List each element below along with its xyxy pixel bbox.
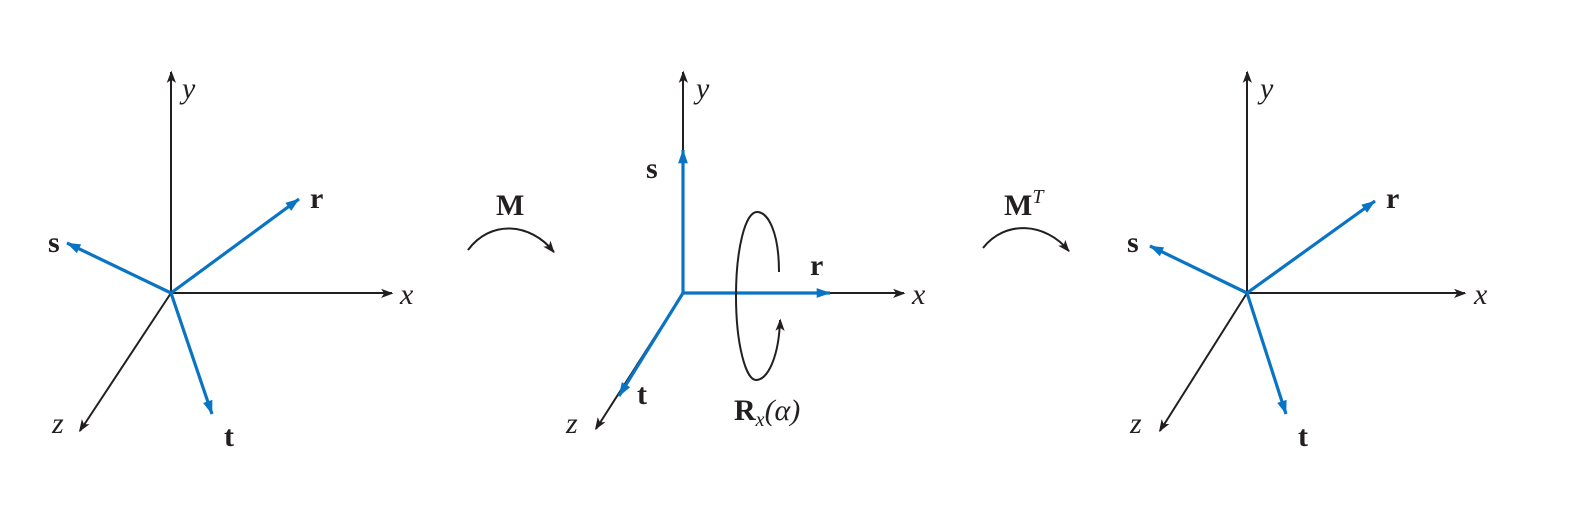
curved-arrow-icon <box>982 227 1070 253</box>
s-vector <box>66 241 172 295</box>
t-vector <box>169 292 214 415</box>
z-label: z <box>51 407 64 440</box>
y-label: y <box>693 72 710 105</box>
z-axis <box>1158 292 1248 432</box>
m-label: M <box>496 189 524 222</box>
mt-superscript: T <box>1032 186 1045 208</box>
s-label: s <box>1127 226 1139 259</box>
frame-middle: y x z r s t Rx(α) <box>565 70 926 440</box>
curved-arrow-icon <box>467 227 555 254</box>
x-label: x <box>399 278 414 311</box>
frame-left: y x z r s t <box>48 70 414 453</box>
z-label: z <box>1129 407 1142 440</box>
t-label: t <box>637 378 647 411</box>
z-label: z <box>565 407 578 440</box>
r-vector <box>170 197 300 295</box>
rotation-subscript: x <box>755 409 765 431</box>
mt-label: MT <box>1004 186 1045 222</box>
mt-base: M <box>1004 189 1032 222</box>
rotation-base: R <box>734 394 756 427</box>
r-label: r <box>810 249 823 282</box>
x-label: x <box>1473 278 1488 311</box>
t-vector <box>617 292 685 397</box>
s-label: s <box>646 152 658 185</box>
s-label: s <box>48 226 60 259</box>
t-vector <box>1245 292 1288 415</box>
rotation-loop-icon <box>734 210 785 382</box>
frame-right: y x z r s t <box>1127 70 1488 453</box>
rotation-argument: (α) <box>765 394 801 427</box>
transform-mt: MT <box>982 186 1070 253</box>
transform-m: M <box>467 189 555 254</box>
t-label: t <box>1298 420 1308 453</box>
s-vector <box>1149 244 1248 295</box>
r-label: r <box>310 182 323 215</box>
z-axis <box>78 292 172 432</box>
r-vector <box>1246 199 1376 295</box>
r-label: r <box>1386 182 1399 215</box>
x-label: x <box>911 278 926 311</box>
y-label: y <box>1257 72 1274 105</box>
y-label: y <box>179 72 196 105</box>
t-label: t <box>224 420 234 453</box>
rotation-label: Rx(α) <box>734 394 800 431</box>
